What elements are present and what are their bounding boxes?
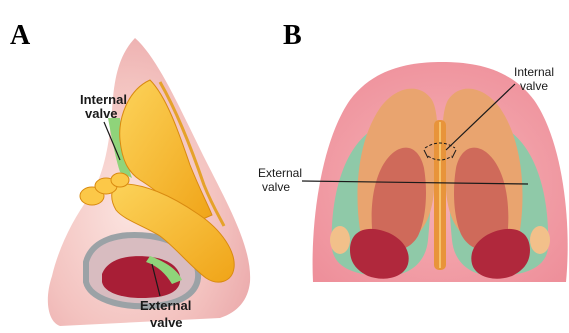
panel-a-internal-valve-label-line2: valve <box>85 106 118 121</box>
panel-a-external-valve-label-line2: valve <box>150 315 183 330</box>
panel-b-internal-valve-label-line1: Internal <box>514 65 554 79</box>
left-alar-bump <box>330 226 350 254</box>
panel-b-external-valve-label-line2: valve <box>262 180 290 194</box>
panel-a-illustration: Internal valve External valve <box>48 38 250 330</box>
panel-b-external-valve-label-line1: External <box>258 166 302 180</box>
panel-b-internal-valve-label-line2: valve <box>520 79 548 93</box>
panel-a-internal-valve-label-line1: Internal <box>80 92 127 107</box>
panel-a-external-valve-label-line1: External <box>140 298 191 313</box>
right-alar-bump <box>530 226 550 254</box>
panel-b-illustration: Internal valve External valve <box>258 62 568 282</box>
